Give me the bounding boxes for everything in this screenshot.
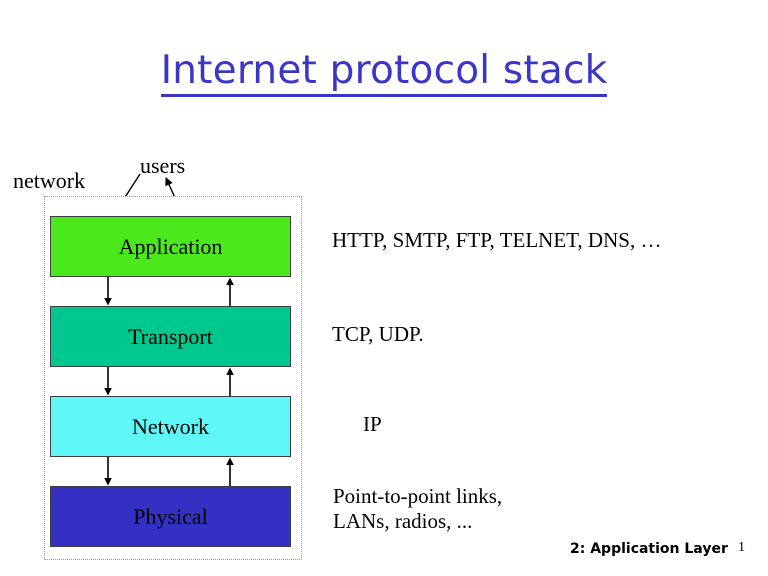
label-users: users (140, 153, 186, 178)
layer-box-physical[interactable]: Physical (50, 486, 291, 547)
arrow-up-physical-to-network (225, 457, 235, 486)
protocols-physical: Point-to-point links, LANs, radios, ... (333, 484, 503, 533)
page-title-text: Internet protocol stack (160, 50, 608, 97)
arrow-down-network-to-physical (103, 457, 113, 486)
layer-box-transport[interactable]: Transport (50, 306, 291, 367)
layer-label-transport: Transport (128, 323, 213, 349)
arrow-up-network-to-transport (225, 367, 235, 396)
label-network: network (13, 168, 86, 193)
footer-page-number: 1 (738, 540, 745, 555)
protocols-network: IP (363, 412, 382, 436)
arrow-down-app-to-transport (103, 277, 113, 306)
protocols-transport: TCP, UDP. (332, 322, 424, 346)
layer-box-network[interactable]: Network (50, 396, 291, 457)
layer-label-application: Application (118, 233, 223, 259)
arrow-up-transport-to-app (225, 277, 235, 306)
layer-label-network: Network (132, 413, 209, 439)
page-title: Internet protocol stack (0, 48, 768, 97)
arrow-down-transport-to-network (103, 367, 113, 396)
layer-label-physical: Physical (133, 503, 208, 529)
layer-box-application[interactable]: Application (50, 216, 291, 277)
footer-section-label: 2: Application Layer (570, 541, 728, 557)
protocols-application: HTTP, SMTP, FTP, TELNET, DNS, … (332, 228, 662, 252)
